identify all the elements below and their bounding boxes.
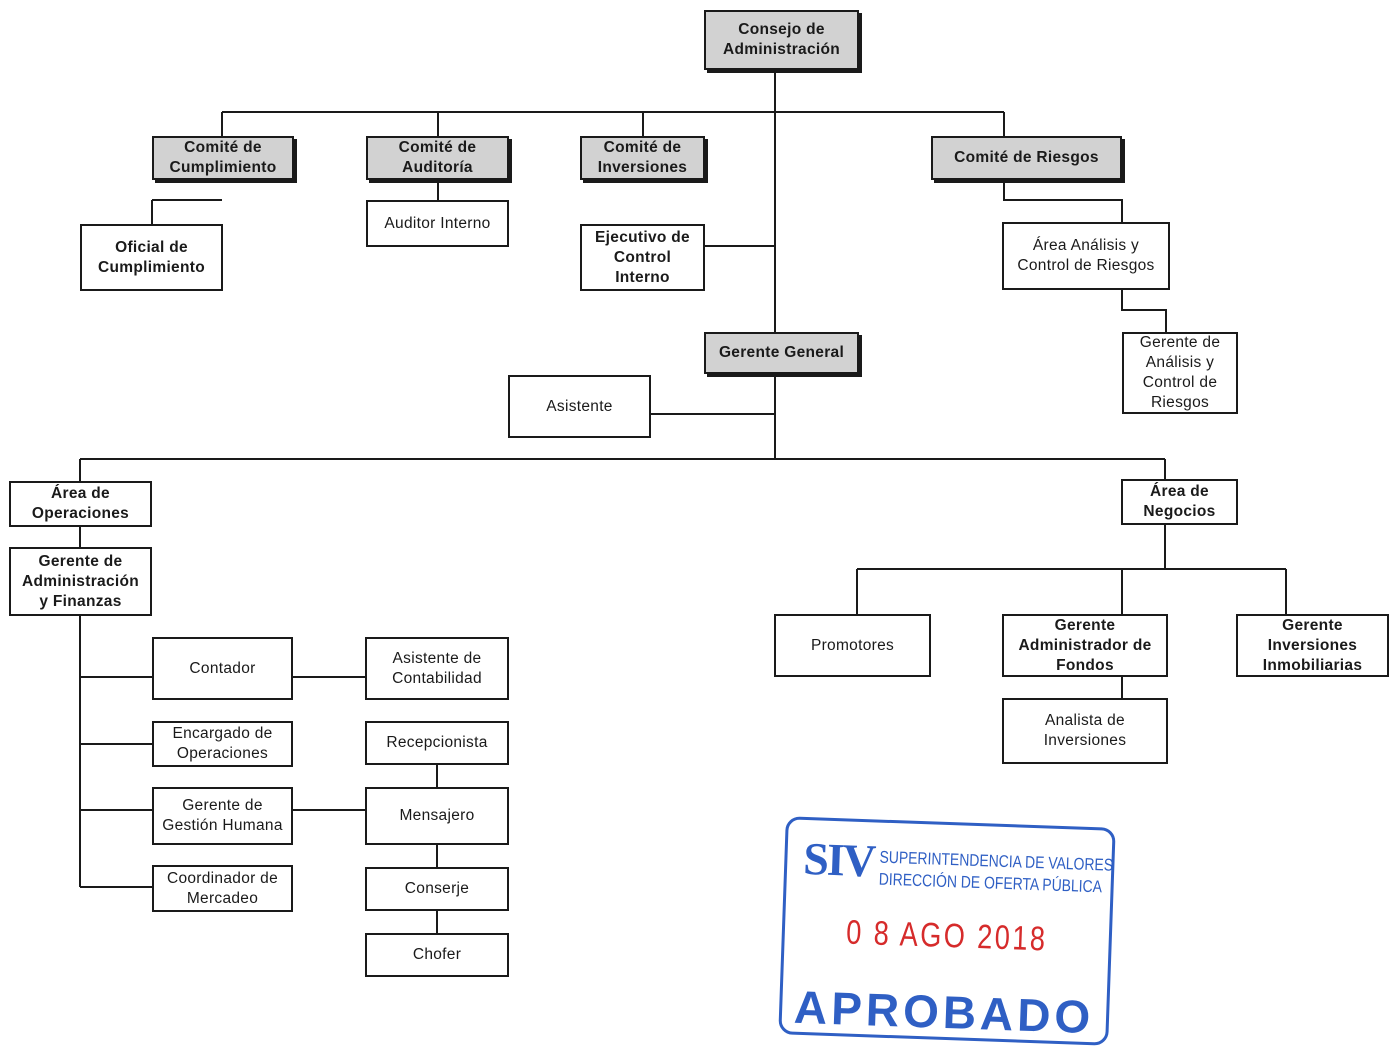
node-comite-cumplimiento: Comité de Cumplimiento: [152, 136, 294, 180]
node-oficial-cumplimiento: Oficial de Cumplimiento: [80, 224, 223, 291]
node-label: Gerente Administrador de Fondos: [1018, 616, 1152, 674]
node-label: Gerente Inversiones Inmobiliarias: [1262, 616, 1363, 674]
node-area-negocios: Área de Negocios: [1121, 479, 1238, 525]
node-asistente-contabilidad: Asistente de Contabilidad: [365, 637, 509, 700]
node-gerente-inversiones-inmobiliarias: Gerente Inversiones Inmobiliarias: [1236, 614, 1389, 677]
node-label: Analista de Inversiones: [1043, 712, 1127, 749]
node-label: Mensajero: [399, 807, 475, 824]
node-gerente-general: Gerente General: [704, 332, 859, 374]
node-recepcionista: Recepcionista: [365, 721, 509, 765]
node-coordinador-mercadeo: Coordinador de Mercadeo: [152, 865, 293, 912]
node-label: Área de Operaciones: [31, 485, 130, 522]
node-auditor-interno: Auditor Interno: [366, 200, 509, 247]
approval-stamp: SIV SUPERINTENDENCIA DE VALORES DIRECCIÓ…: [778, 816, 1116, 1046]
node-area-analisis-riesgos: Área Análisis y Control de Riesgos: [1002, 222, 1170, 290]
node-contador: Contador: [152, 637, 293, 700]
node-mensajero: Mensajero: [365, 787, 509, 845]
node-ejecutivo-control-interno: Ejecutivo de Control Interno: [580, 224, 705, 291]
node-label: Coordinador de Mercadeo: [166, 869, 279, 907]
node-label: Contador: [189, 659, 256, 677]
node-label: Comité de Inversiones: [597, 139, 688, 176]
node-gerente-administracion-finanzas: Gerente de Administración y Finanzas: [9, 547, 152, 616]
node-label: Comité de Riesgos: [954, 149, 1099, 166]
node-label: Gerente de Gestión Humana: [162, 797, 283, 834]
node-promotores: Promotores: [774, 614, 931, 677]
node-consejo-administracion: Consejo de Administración: [704, 10, 859, 70]
node-label: Gerente de Administración y Finanzas: [21, 552, 140, 610]
node-label: Gerente General: [718, 344, 845, 361]
node-comite-riesgos: Comité de Riesgos: [931, 136, 1122, 180]
node-gerente-gestion-humana: Gerente de Gestión Humana: [152, 787, 293, 845]
node-label: Recepcionista: [386, 734, 488, 751]
stamp-date: 0 8 AGO 2018: [845, 913, 1049, 959]
node-label: Comité de Auditoría: [398, 139, 477, 176]
node-label: Consejo de Administración: [722, 21, 841, 58]
node-label: Oficial de Cumplimiento: [98, 238, 205, 276]
node-asistente: Asistente: [508, 375, 651, 438]
node-gerente-administrador-fondos: Gerente Administrador de Fondos: [1002, 614, 1168, 677]
node-comite-inversiones: Comité de Inversiones: [580, 136, 705, 180]
node-label: Chofer: [412, 946, 462, 963]
node-label: Ejecutivo de Control Interno: [595, 228, 690, 286]
node-label: Promotores: [810, 636, 895, 654]
node-analista-inversiones: Analista de Inversiones: [1002, 698, 1168, 764]
node-label: Área de Negocios: [1143, 483, 1216, 520]
stamp-status: APROBADO: [793, 980, 1096, 1044]
node-area-operaciones: Área de Operaciones: [9, 481, 152, 527]
node-label: Asistente: [546, 397, 613, 415]
node-encargado-operaciones: Encargado de Operaciones: [152, 721, 293, 767]
node-gerente-analisis-riesgos: Gerente de Análisis y Control de Riesgos: [1122, 332, 1238, 414]
node-comite-auditoria: Comité de Auditoría: [366, 136, 509, 180]
node-label: Comité de Cumplimiento: [169, 139, 277, 176]
node-label: Conserje: [404, 880, 470, 897]
node-label: Gerente de Análisis y Control de Riesgos: [1139, 334, 1221, 411]
node-chofer: Chofer: [365, 933, 509, 977]
node-label: Área Análisis y Control de Riesgos: [1017, 237, 1155, 274]
node-conserje: Conserje: [365, 867, 509, 911]
node-label: Auditor Interno: [384, 214, 491, 232]
siv-logo: SIV: [802, 832, 876, 887]
node-label: Encargado de Operaciones: [172, 725, 273, 762]
stamp-organization: SUPERINTENDENCIA DE VALORES DIRECCIÓN DE…: [878, 847, 1113, 899]
node-label: Asistente de Contabilidad: [392, 649, 482, 687]
